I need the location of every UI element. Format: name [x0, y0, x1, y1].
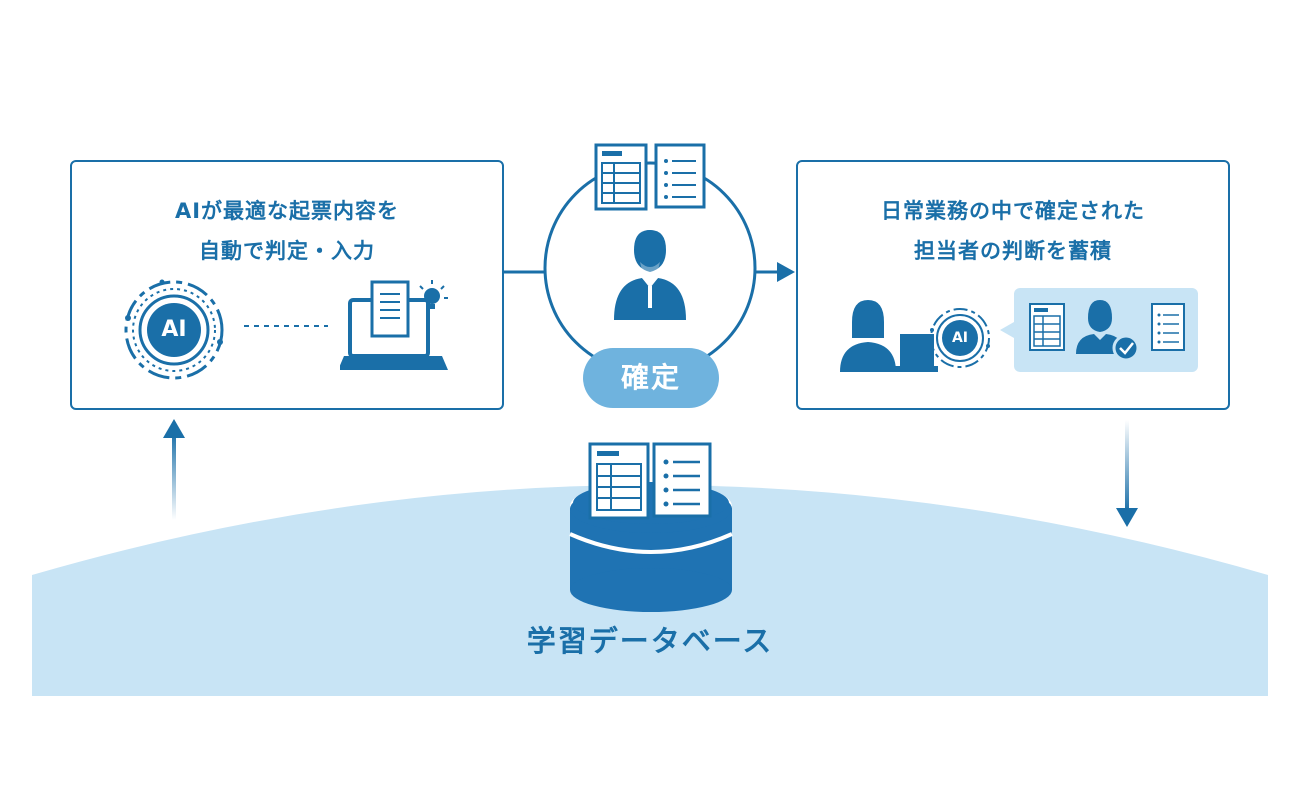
database-list-document-icon	[652, 442, 712, 518]
document-icon	[370, 280, 410, 338]
ai-badge-label-right: AI	[951, 330, 969, 346]
person-icon	[614, 230, 686, 320]
lightbulb-icon	[419, 280, 448, 309]
list-document-icon-small	[1151, 303, 1185, 351]
accumulated-judgement-panel	[1000, 288, 1198, 372]
left-box-title-line1: AIが最適な起票内容を	[174, 199, 400, 223]
center-documents	[594, 143, 706, 211]
right-box-title-line2: 担当者の判断を蓄積	[914, 239, 1112, 263]
database-spreadsheet-icon	[588, 442, 650, 520]
approved-person-icon	[1076, 300, 1140, 362]
arrow-center-to-right	[755, 262, 795, 282]
list-document-icon	[654, 143, 706, 209]
spreadsheet-icon	[594, 143, 648, 211]
database-icon	[569, 442, 733, 612]
ai-badge-label: AI	[161, 317, 187, 342]
dotted-link	[244, 325, 328, 327]
ai-circuit-icon	[124, 279, 224, 380]
confirm-label: 確定	[583, 348, 719, 408]
left-box-title-line2: 自動で判定・入力	[199, 239, 375, 263]
spreadsheet-icon-small	[1029, 303, 1065, 351]
laptop-icon	[340, 280, 448, 370]
database-label: 学習データベース	[526, 624, 774, 658]
right-box-title-line1: 日常業務の中で確定された	[881, 199, 1145, 223]
woman-at-desk-icon	[840, 300, 938, 372]
arrow-up-to-left-box	[163, 419, 185, 520]
ai-circuit-icon-right	[930, 308, 990, 368]
arrow-down-from-right-box	[1116, 420, 1138, 527]
